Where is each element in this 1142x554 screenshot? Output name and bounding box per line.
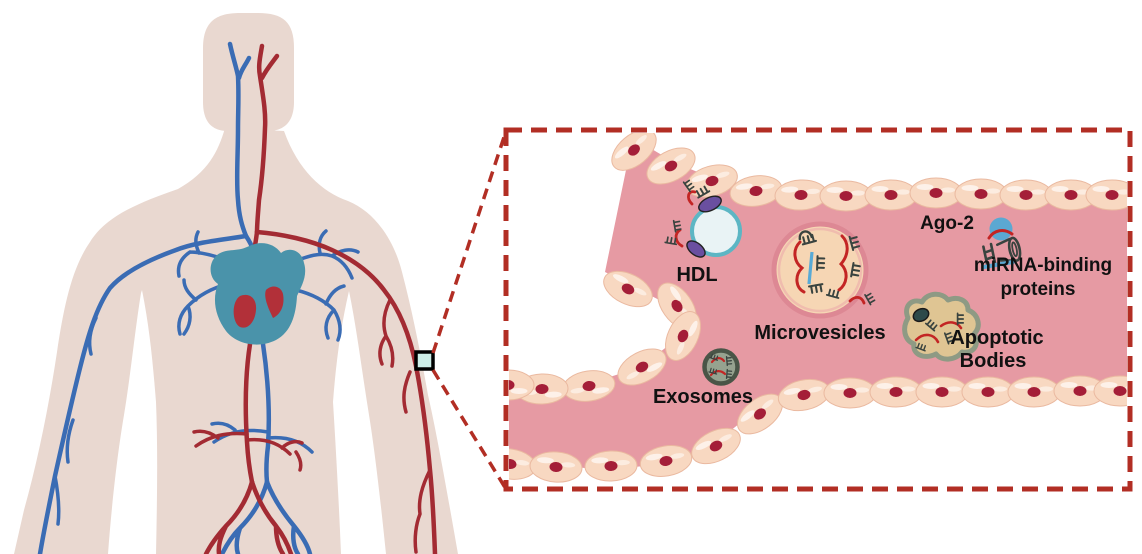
dashed-callout-lines	[431, 130, 508, 490]
inset-box-border	[503, 127, 1133, 492]
microvesicle-icon	[771, 221, 877, 319]
mirna-binding-label-line2: proteins	[1001, 279, 1076, 300]
human-torso-silhouette-icon	[14, 13, 458, 554]
apoptotic-label-line1: Apoptotic	[950, 327, 1043, 349]
exosomes-label: Exosomes	[653, 386, 753, 408]
hdl-particle-icon	[664, 178, 742, 258]
callout-line-bottom	[431, 369, 508, 490]
exosome-icon	[702, 348, 740, 386]
callout-line-top	[431, 130, 508, 354]
apoptotic-body-icon	[902, 291, 981, 362]
apoptotic-label-line2: Bodies	[960, 350, 1027, 372]
heart-icon	[210, 243, 306, 345]
arterial-tree-icon	[192, 43, 438, 554]
ago2-protein-icon	[982, 217, 1022, 269]
hdl-label: HDL	[676, 264, 717, 286]
microvesicles-label: Microvesicles	[754, 322, 885, 344]
sampling-site-square-marker	[414, 350, 435, 371]
mirna-binding-label-line1: miRNA-binding	[974, 255, 1112, 276]
venous-tree-icon	[37, 41, 360, 554]
ago2-label: Ago-2	[920, 213, 974, 234]
heart-valve-shape	[233, 294, 257, 328]
heart-valve-shape	[265, 286, 284, 318]
